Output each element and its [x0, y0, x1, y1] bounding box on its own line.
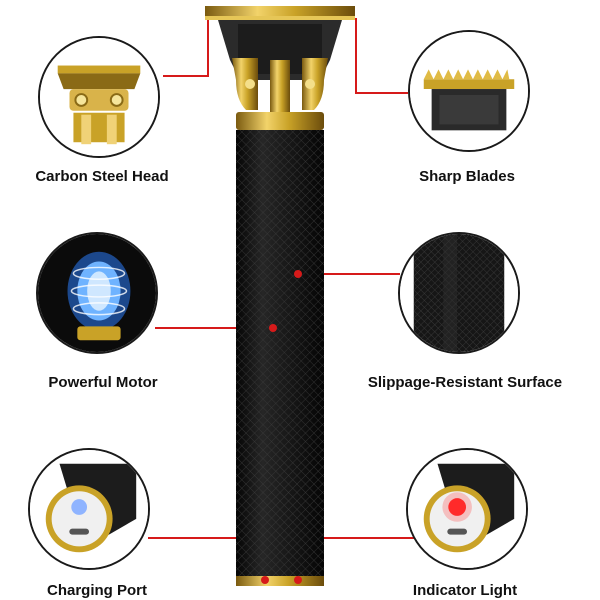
sharp-blades-label: Sharp Blades	[419, 168, 515, 185]
slippage-resistant-surface-closeup	[398, 232, 520, 354]
indicator-light-label: Indicator Light	[412, 582, 518, 599]
carbon-steel-head-closeup	[38, 36, 160, 158]
charging-port-closeup	[28, 448, 150, 570]
powerful-motor-closeup	[36, 232, 158, 354]
carbon-steel-head-label: Carbon Steel Head	[35, 168, 169, 185]
sharp-blades-closeup	[408, 30, 530, 152]
charging-port-label: Charging Port	[47, 582, 147, 599]
slippage-resistant-surface-label: Slippage-Resistant Surface	[367, 374, 563, 391]
powerful-motor-label: Powerful Motor	[48, 374, 158, 391]
indicator-light-closeup	[406, 448, 528, 570]
